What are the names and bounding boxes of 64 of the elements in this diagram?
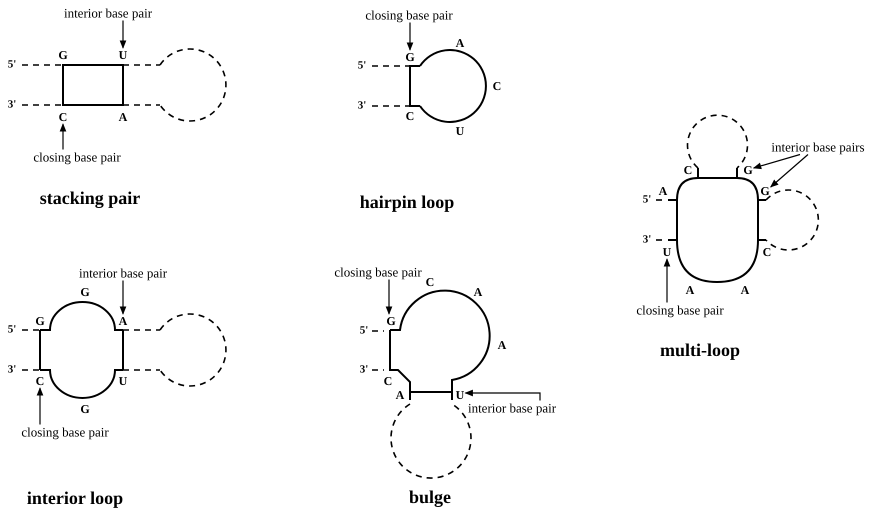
base-letter: A [456,37,464,49]
base-letter: A [658,185,668,197]
strand-end-label: 5' [360,326,368,336]
panel-title: stacking pair [40,189,140,207]
base-letter: C [684,164,692,176]
strand-end-label: 5' [8,60,16,70]
base-letter: A [686,284,694,296]
base-letter: G [35,315,45,327]
strand-end-label: 5' [8,324,16,336]
strand-end-label: 5' [642,194,652,206]
base-letter: A [498,339,506,351]
leader-line [464,390,541,400]
annotation-label: closing base pair [33,150,121,164]
annotation-label: closing base pair [334,266,422,278]
strand-end-label: 3' [358,100,366,112]
base-letter: U [118,49,128,61]
leader-line [386,280,392,315]
leader-line [406,22,414,51]
base-letter: U [118,375,128,387]
strand-end-label: 3' [8,364,16,376]
base-letter: G [58,49,68,61]
base-letter: C [36,375,44,387]
base-letter: C [384,375,392,387]
base-letter: G [405,51,415,63]
leader-line [120,280,126,315]
base-letter: C [762,246,772,258]
annotation-label: interior base pair [64,6,152,20]
panel-title: hairpin loop [360,193,454,211]
leader-line [60,123,66,150]
annotation-label: closing base pair [636,304,724,316]
annotation-label: closing base pair [365,8,453,22]
base-letter: C [58,111,68,123]
panel-title: multi-loop [660,341,740,359]
base-letter: U [456,389,464,401]
leader-line [664,258,670,302]
strand-end-label: 5' [358,60,366,72]
base-letter: U [662,246,672,258]
base-letter: G [80,403,90,415]
leader-line [36,387,44,424]
panel-title: interior loop [26,489,124,507]
base-letter: A [118,111,128,123]
base-letter: G [386,315,396,327]
strand-end-label: 3' [360,364,368,376]
base-letter: C [426,276,434,288]
base-letter: G [760,185,770,197]
leader-line [752,154,800,170]
base-letter: C [406,110,414,122]
base-letter: U [456,125,464,137]
strand-end-label: 3' [8,100,16,110]
strand-end-label: 3' [642,234,652,246]
annotation-label: interior base pairs [771,140,865,154]
annotation-label: closing base pair [21,426,109,438]
base-letter: A [474,286,482,298]
leader-line [770,154,808,188]
panel-title: bulge [409,488,451,506]
annotation-label: interior base pair [468,402,556,414]
base-letter: G [80,286,90,298]
annotation-label: interior base pair [78,266,168,280]
base-letter: A [118,315,128,327]
base-letter: A [396,389,404,401]
leader-line [120,20,126,49]
base-letter: A [740,284,750,296]
base-letter: C [492,80,502,92]
base-letter: G [743,164,753,176]
